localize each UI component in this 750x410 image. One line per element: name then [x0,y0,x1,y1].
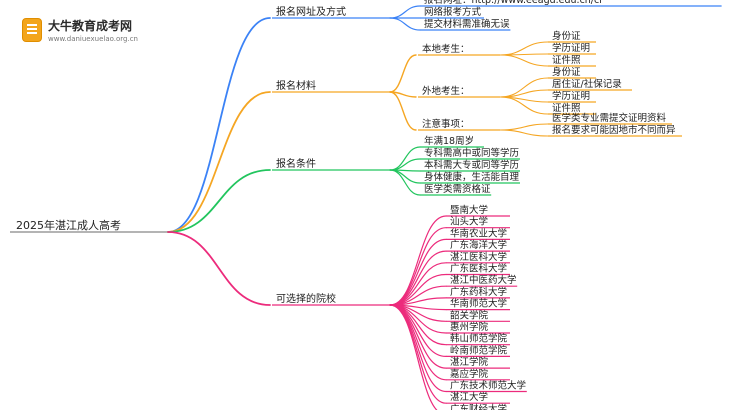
leaf-label: 广东技术师范大学 [450,380,526,392]
leaf-connector [389,158,421,171]
leaf-connector [389,169,421,196]
branch-label-2: 报名材料 [276,79,316,92]
group-label-3: 注意事项： [422,118,470,130]
leaf-label: 身份证 [552,66,581,78]
leaf-label: 居住证/社保记录 [552,78,622,90]
leaf-label: 学历证明 [552,90,590,102]
leaf-connector [389,304,447,393]
leaf-label: 华南农业大学 [450,227,507,239]
leaf-label: 广东医科大学 [450,263,507,275]
branch-connector-1 [167,17,271,233]
leaf-connector [389,5,421,19]
leaf-label: 本科需大专或同等学历 [424,159,519,171]
leaf-label: 身份证 [552,30,581,42]
root-label: 2025年湛江成人高考 [16,218,121,232]
leaf-connector [499,54,549,67]
leaf-label: 华南师范大学 [450,298,507,310]
branch-label-1: 报名网址及方式 [276,5,346,18]
leaf-connector [389,146,421,171]
leaf-label: 惠州学院 [450,321,489,333]
group-connector-1 [389,54,417,93]
leaf-connector [389,304,447,346]
leaf-label: 湛江大学 [450,391,488,403]
leaf-connector [389,304,447,381]
leaf-connector [389,304,438,410]
group-label-1: 本地考生： [422,43,470,55]
leaf-connector [499,41,549,56]
leaf-label: 提交材料需准确无误 [424,18,510,30]
leaf-label: 医学类需资格证 [424,183,491,195]
branch-connector-2 [167,91,271,233]
leaf-label: 广东海洋大学 [450,239,507,251]
leaf-connector [389,17,421,31]
leaf-label: 年满18周岁 [424,135,474,147]
leaf-label: 网络报考方式 [424,6,482,18]
leaf-label: 湛江医科大学 [450,251,507,263]
leaf-label: 汕头大学 [450,216,488,228]
leaf-label: 嘉应学院 [450,368,489,380]
leaf-label: 报名要求可能因地市不同而异 [552,124,676,136]
leaf-connector [499,129,549,137]
leaf-label: 报名网址：http://www.eeagd.edu.cn/cr [424,0,603,6]
leaf-connector [389,169,421,184]
branch-label-4: 可选择的院校 [276,292,336,305]
branch-connector-4 [167,231,271,306]
leaf-label: 韩山师范学院 [450,333,508,345]
leaf-connector [499,96,549,115]
leaf-label: 专科需高中或同等学历 [424,147,519,159]
leaf-label: 广东药科大学 [450,286,507,298]
branch-connector-3 [167,169,271,233]
branch-label-3: 报名条件 [276,157,316,170]
leaf-label: 证件照 [552,54,581,66]
leaf-label: 广东财经大学 [450,403,507,410]
leaf-label: 韶关学院 [450,309,489,321]
leaf-label: 学历证明 [552,42,590,54]
leaf-connector [389,227,447,306]
leaf-label: 证件照 [552,102,581,114]
leaf-label: 湛江学院 [450,356,489,368]
book-icon [22,18,42,42]
logo-url: www.daniuexuelao.org.cn [48,35,138,43]
leaf-label: 医学类专业需提交证明资料 [552,112,667,124]
leaf-label: 湛江中医药大学 [450,274,517,286]
leaf-label: 暨南大学 [450,204,488,216]
leaf-connector [389,215,447,306]
group-connector-3 [389,91,417,131]
leaf-connector [499,123,549,131]
leaf-connector [499,77,549,98]
site-logo: 大牛教育成考网 www.daniuexuelao.org.cn [10,14,160,50]
leaf-label: 身体健康，生活能自理 [424,171,520,183]
logo-title: 大牛教育成考网 [48,19,133,33]
group-label-2: 外地考生： [422,85,470,97]
leaf-label: 岭南师范学院 [450,344,508,356]
